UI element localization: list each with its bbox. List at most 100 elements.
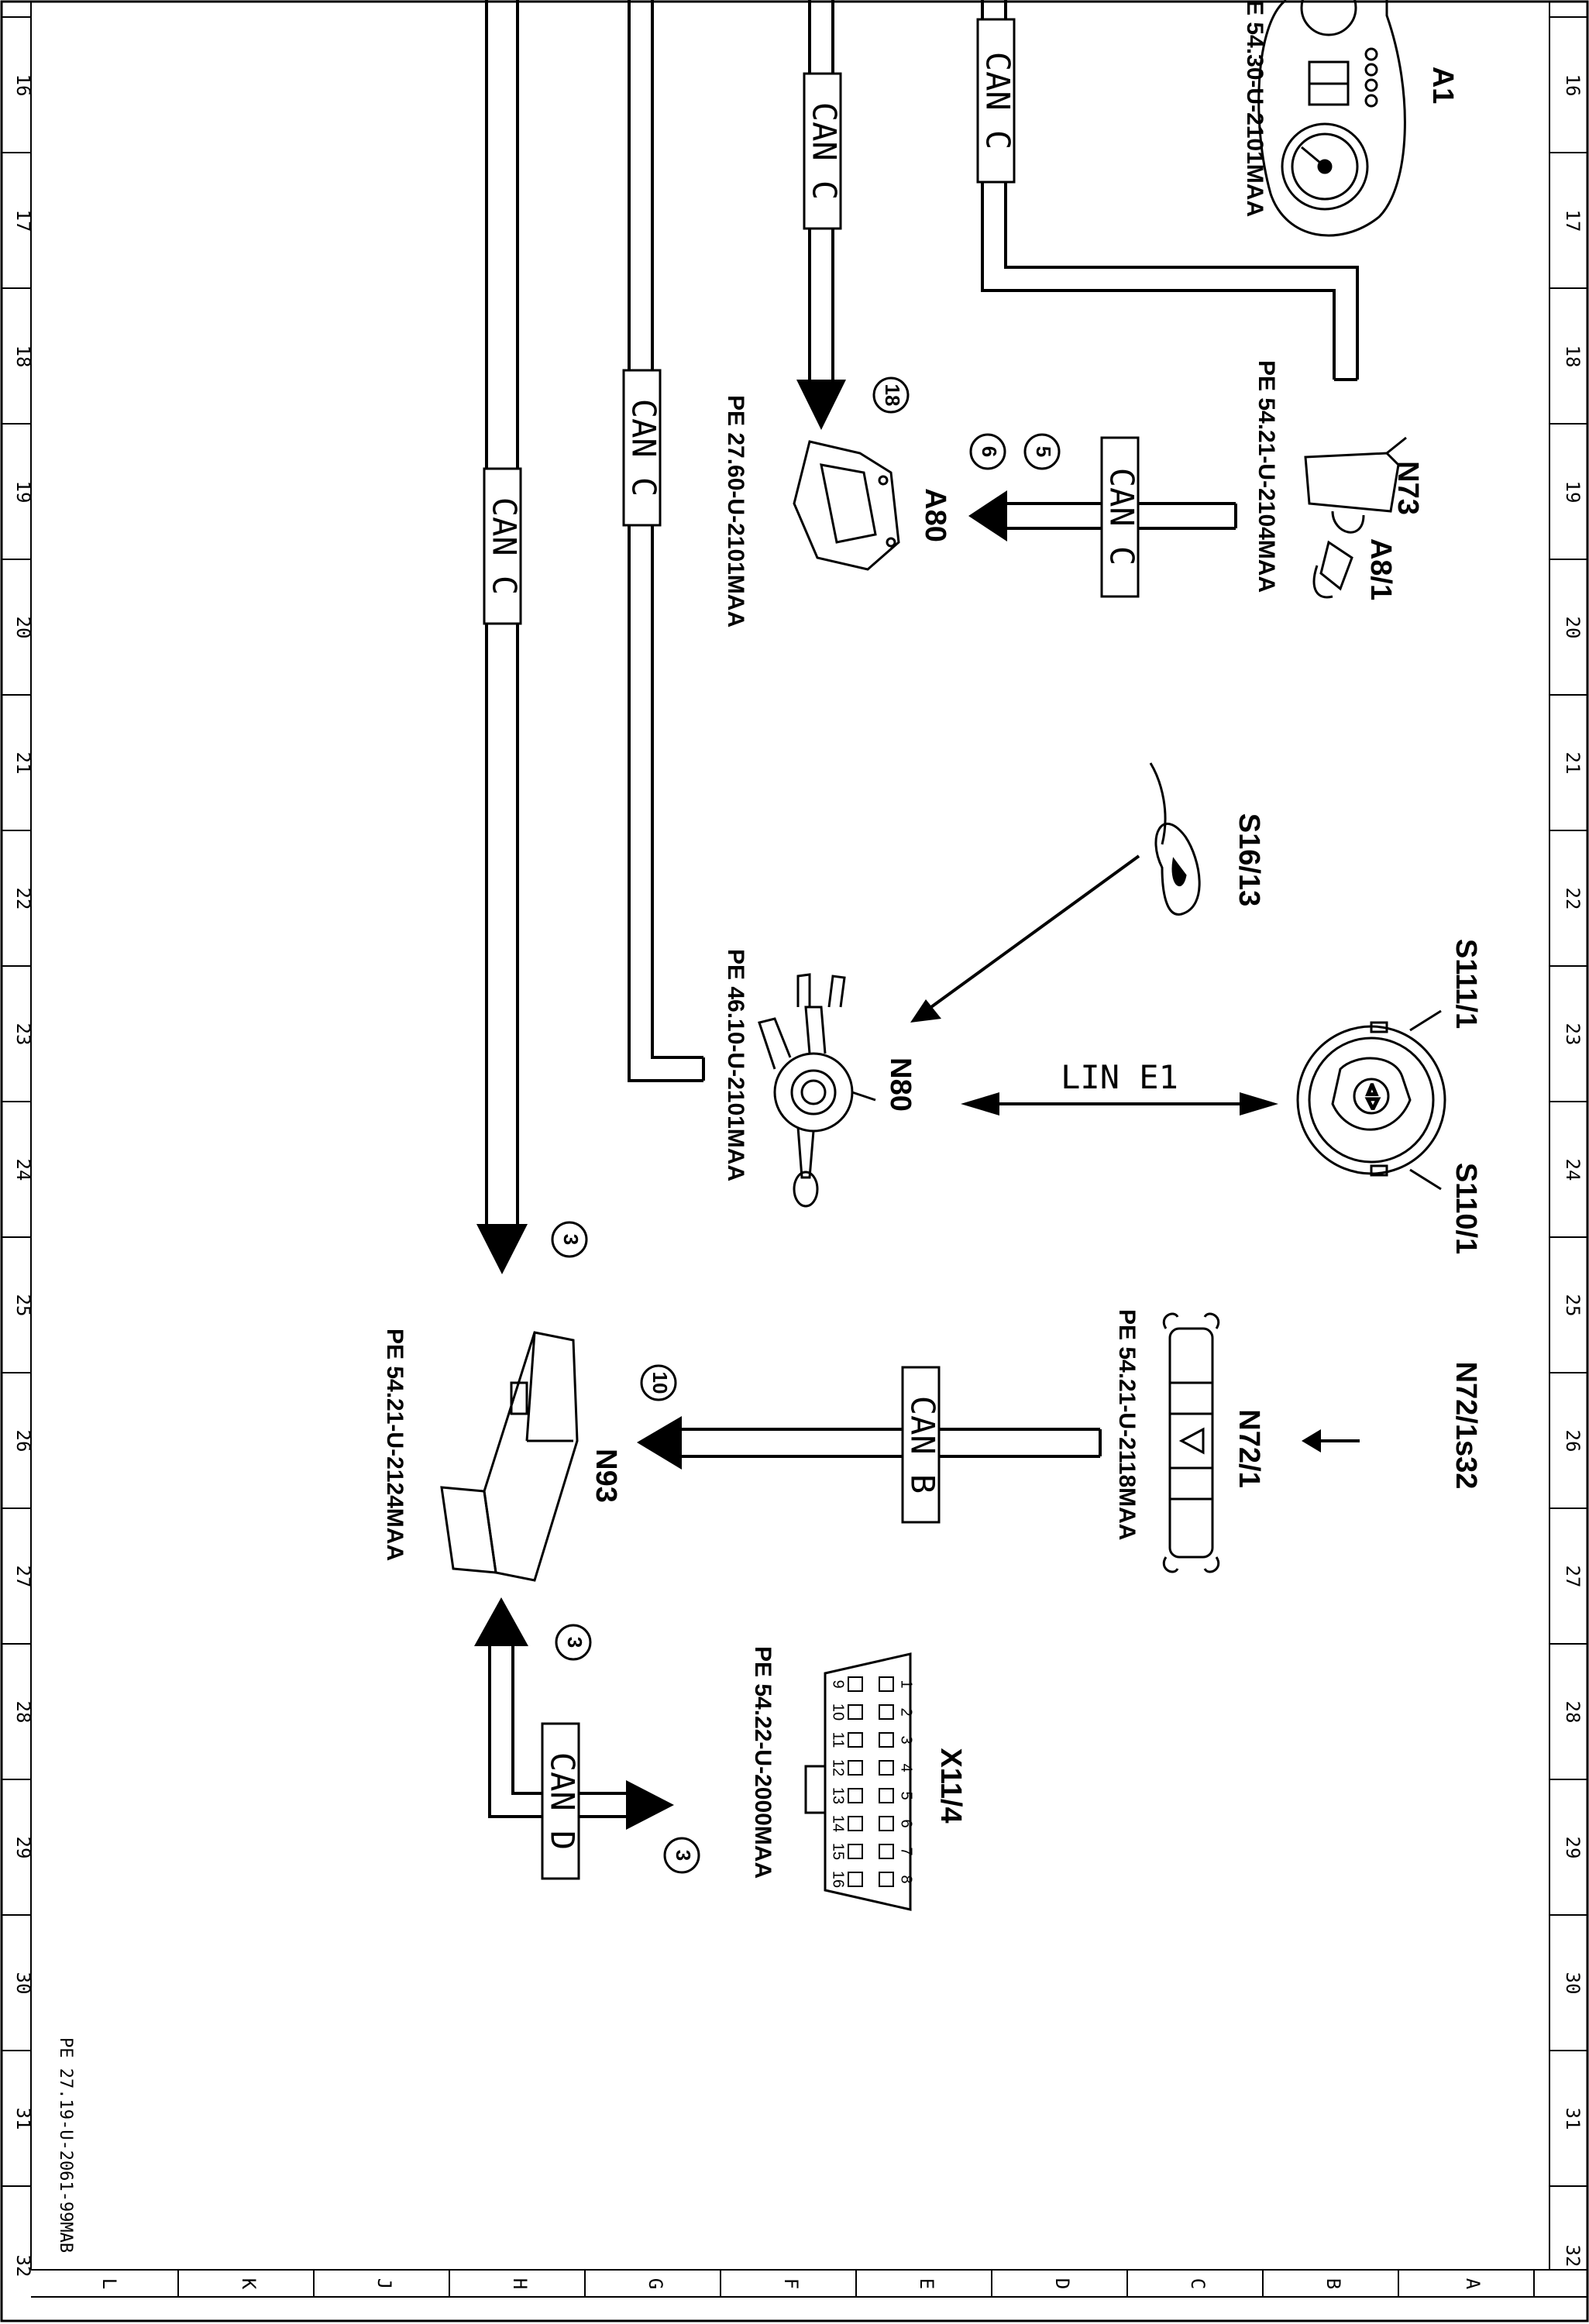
column-grid <box>177 2270 1535 2297</box>
n72-1-panel-icon <box>1162 1312 1220 1573</box>
svg-text:10: 10 <box>648 1372 672 1394</box>
row-num-right-17: 17 <box>1562 210 1584 232</box>
svg-text:3: 3 <box>559 1234 583 1245</box>
row-num-right-21: 21 <box>1562 752 1584 775</box>
connector-pin-number: 6 <box>898 1819 915 1827</box>
connector-pin-number: 3 <box>898 1735 915 1744</box>
connector-pin <box>879 1872 894 1887</box>
can-c-label-1: CAN C <box>483 467 524 625</box>
connector-pin <box>848 1844 863 1859</box>
connector-pin <box>879 1788 894 1803</box>
row-num-right-19: 19 <box>1562 481 1584 504</box>
connector-pin-number: 2 <box>898 1707 915 1716</box>
svg-text:CAN C: CAN C <box>1103 468 1141 566</box>
n93-module-icon <box>440 1331 579 1582</box>
row-num-right-32: 32 <box>1562 2245 1584 2267</box>
row-num-right-22: 22 <box>1562 888 1584 910</box>
marker-3-can-d-right: 3 <box>663 1837 700 1874</box>
marker-3-can-d-up: 3 <box>555 1624 592 1661</box>
row-num-27: 27 <box>12 1566 34 1588</box>
diagnostic-connector-icon <box>804 1652 912 1911</box>
row-num-32: 32 <box>12 2255 34 2278</box>
s111-1-label: S111/1 <box>1450 939 1482 1029</box>
can-b-label: CAN B <box>901 1366 942 1524</box>
n72-1-ref: PE 54.21-U-2118MAA <box>1114 1309 1140 1540</box>
a80-ref: PE 27.60-U-2101MAA <box>723 395 748 627</box>
can-c-label-5: CAN C <box>1100 436 1141 598</box>
col-letter-E: E <box>916 2278 937 2289</box>
row-grid <box>2 16 1587 2187</box>
col-letter-A: A <box>1462 2278 1484 2290</box>
x11-4-ref: PE 54.22-U-2000MAA <box>750 1646 776 1879</box>
key-icon <box>1312 565 1333 599</box>
svg-text:⊲ᐅ: ⊲ᐅ <box>1363 1082 1382 1109</box>
connector-pin-number: 8 <box>898 1875 915 1883</box>
connector-pin-number: 14 <box>830 1815 847 1832</box>
x11-4-label: X11/4 <box>934 1748 967 1823</box>
connector-pin <box>848 1816 863 1831</box>
connector-pin <box>879 1844 894 1859</box>
connector-pin-number: 15 <box>830 1843 847 1860</box>
row-num-right-25: 25 <box>1562 1294 1584 1317</box>
row-num-25: 25 <box>12 1294 34 1317</box>
a80-module-icon <box>793 440 900 571</box>
s16-13-switch-icon <box>1149 762 1201 916</box>
can-d-label: CAN D <box>541 1722 582 1880</box>
connector-pin <box>879 1816 894 1831</box>
col-letter-B: B <box>1322 2278 1344 2289</box>
row-num-26: 26 <box>12 1430 34 1452</box>
connector-pin-number: 12 <box>830 1759 847 1776</box>
n80-module-icon <box>758 973 876 1208</box>
connector-pin <box>848 1732 863 1748</box>
connector-pin-number: 5 <box>898 1791 915 1800</box>
svg-text:CAN C: CAN C <box>806 102 844 200</box>
svg-text:6: 6 <box>978 446 1001 457</box>
row-num-17: 17 <box>12 210 34 232</box>
row-num-24: 24 <box>12 1159 34 1181</box>
connector-pin <box>848 1704 863 1720</box>
col-letter-F: F <box>780 2278 802 2289</box>
row-num-right-23: 23 <box>1562 1023 1584 1046</box>
connector-pin <box>879 1732 894 1748</box>
instrument-cluster-icon <box>1257 0 1406 237</box>
n80-ref: PE 46.10-U-2101MAA <box>723 949 748 1181</box>
a1-label: A1 <box>1426 67 1459 105</box>
row-num-right-28: 28 <box>1562 1701 1584 1724</box>
svg-text:3: 3 <box>563 1637 586 1648</box>
connector-pin <box>848 1676 863 1692</box>
row-num-23: 23 <box>12 1023 34 1046</box>
connector-pin-number: 13 <box>830 1787 847 1804</box>
row-num-right-26: 26 <box>1562 1430 1584 1452</box>
n73-label: N73 <box>1391 461 1424 515</box>
can-c-label-2: CAN C <box>622 369 663 527</box>
row-num-right-24: 24 <box>1562 1159 1584 1181</box>
row-num-30: 30 <box>12 1972 34 1995</box>
svg-text:CAN D: CAN D <box>544 1752 582 1850</box>
row-num-28: 28 <box>12 1701 34 1724</box>
ignition-switch-icon <box>1304 436 1407 591</box>
column-letters: L K J H G F E D C B A <box>98 2278 1484 2290</box>
connector-pin <box>848 1872 863 1887</box>
row-num-right-27: 27 <box>1562 1566 1584 1588</box>
s110-1-label: S110/1 <box>1450 1163 1482 1254</box>
svg-text:CAN C: CAN C <box>486 497 524 595</box>
col-letter-C: C <box>1187 2278 1209 2289</box>
marker-6: 6 <box>969 433 1006 470</box>
marker-5: 5 <box>1023 433 1061 470</box>
connection-markers: 18 5 6 3 10 3 3 <box>551 376 1061 1874</box>
row-num-right-31: 31 <box>1562 2108 1584 2130</box>
marker-10: 10 <box>640 1364 677 1401</box>
connector-pin <box>879 1676 894 1692</box>
a80-label: A80 <box>919 488 951 542</box>
svg-text:3: 3 <box>672 1850 695 1861</box>
connector-pin-number: 4 <box>898 1763 915 1772</box>
connector-pin <box>848 1760 863 1776</box>
steering-wheel-icon: ⊲ᐅ <box>1296 1009 1446 1191</box>
connector-pin-number: 9 <box>830 1679 847 1688</box>
row-num-31: 31 <box>12 2108 34 2130</box>
row-num-20: 20 <box>12 617 34 639</box>
connector-pin-number: 1 <box>898 1679 915 1688</box>
lin-e1-label: LIN E1 <box>1061 1058 1178 1096</box>
svg-text:CAN C: CAN C <box>625 399 663 497</box>
